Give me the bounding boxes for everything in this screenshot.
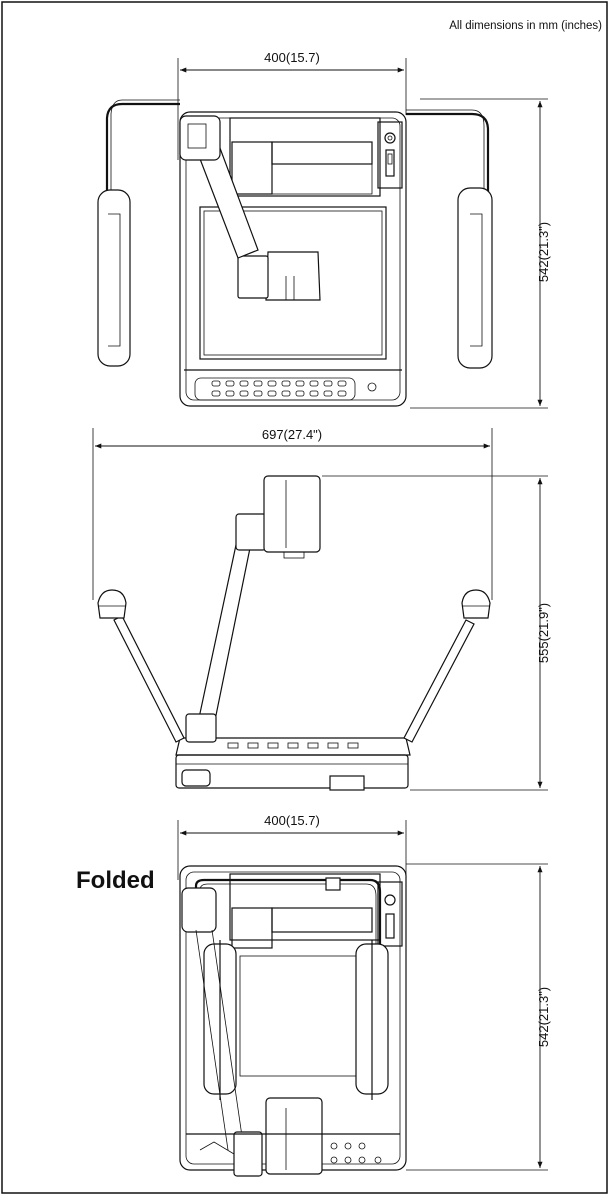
folded-label: Folded [76,867,155,894]
folded-width-label: 400(15.7) [264,813,320,828]
front-width-label: 697(27.4") [262,427,322,442]
folded-view: Folded 400(15.7) 542(21.3") [76,813,551,1177]
top-view: 400(15.7) 542(21.3") [97,50,551,409]
top-width-label: 400(15.7) [264,50,320,65]
front-view: 697(27.4") 555(21.9") [92,427,551,791]
top-depth-label: 542(21.3") [536,222,551,282]
front-height-label: 555(21.9") [536,603,551,663]
units-note: All dimensions in mm (inches) [449,20,602,32]
folded-depth-label: 542(21.3") [536,987,551,1047]
